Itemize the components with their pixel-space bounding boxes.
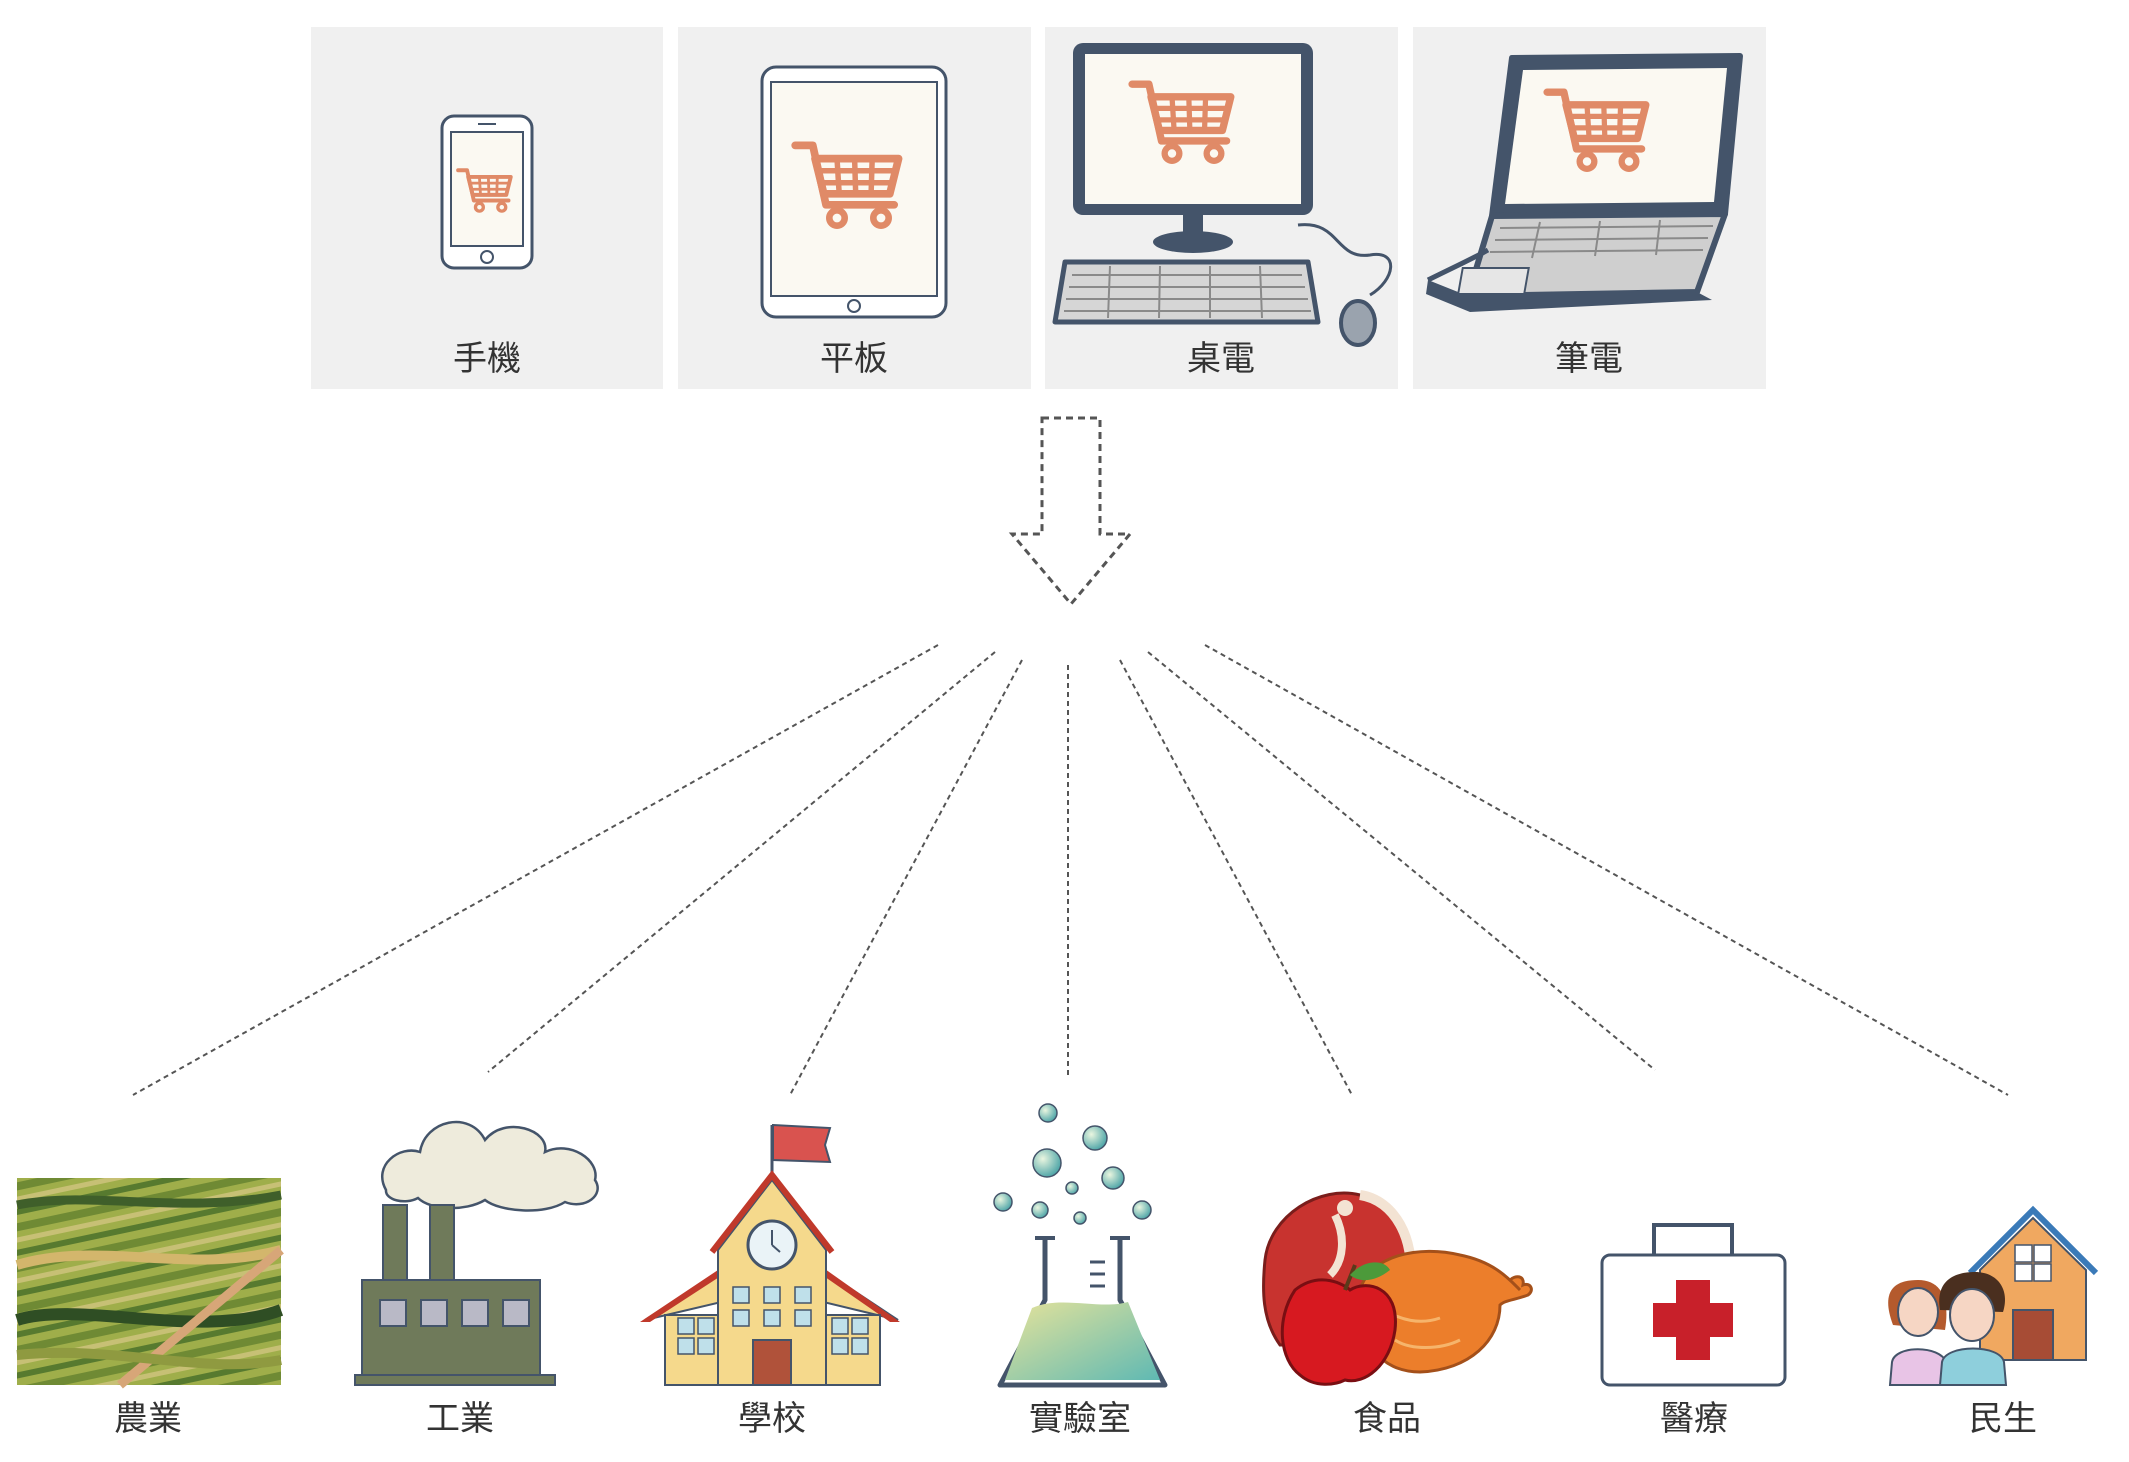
device-label: 桌電 — [1187, 339, 1255, 379]
sector-agriculture: 農業 — [15, 1178, 284, 1439]
device-tile-phone: 手機 — [311, 27, 663, 389]
smartphone-icon — [440, 114, 534, 270]
tablet-icon — [760, 65, 948, 319]
device-tile-desktop: 桌電 — [1045, 27, 1398, 389]
sector-medical: 醫療 — [1600, 1223, 1787, 1439]
desktop-computer-icon — [1052, 43, 1393, 347]
family-home-icon — [1888, 1205, 2099, 1386]
lab-flask-icon — [993, 1103, 1168, 1388]
device-label: 筆電 — [1555, 339, 1623, 379]
first-aid-kit-icon — [1600, 1223, 1787, 1387]
device-tile-tablet: 平板 — [678, 27, 1031, 389]
sector-label: 農業 — [114, 1399, 182, 1439]
device-label: 平板 — [820, 339, 888, 379]
laptop-icon — [1426, 53, 1743, 312]
factory-icon — [354, 1120, 599, 1386]
connector-lines — [132, 644, 2009, 1096]
farmland-icon — [15, 1178, 284, 1389]
connector-line — [1204, 644, 2009, 1096]
sector-label: 食品 — [1353, 1399, 1421, 1439]
sector-label: 實驗室 — [1029, 1399, 1131, 1439]
connector-line — [132, 644, 939, 1096]
sector-food: 食品 — [1262, 1190, 1533, 1439]
connector-line — [1119, 659, 1353, 1096]
dashed-down-arrow-icon — [1008, 416, 1134, 607]
device-tile-laptop: 筆電 — [1413, 27, 1766, 389]
sector-industry: 工業 — [354, 1120, 599, 1439]
device-label: 手機 — [453, 339, 521, 379]
connector-line — [487, 651, 996, 1073]
sector-label: 學校 — [738, 1399, 806, 1439]
food-icon — [1262, 1190, 1533, 1386]
school-icon — [640, 1123, 900, 1386]
connector-line — [789, 659, 1023, 1096]
sector-label: 醫療 — [1660, 1399, 1728, 1439]
sector-label: 工業 — [426, 1399, 494, 1439]
sector-label: 民生 — [1969, 1399, 2037, 1439]
sector-livelihood: 民生 — [1888, 1205, 2099, 1439]
sector-school: 學校 — [640, 1123, 900, 1439]
connector-line — [1147, 651, 1656, 1071]
sector-laboratory: 實驗室 — [993, 1103, 1168, 1439]
